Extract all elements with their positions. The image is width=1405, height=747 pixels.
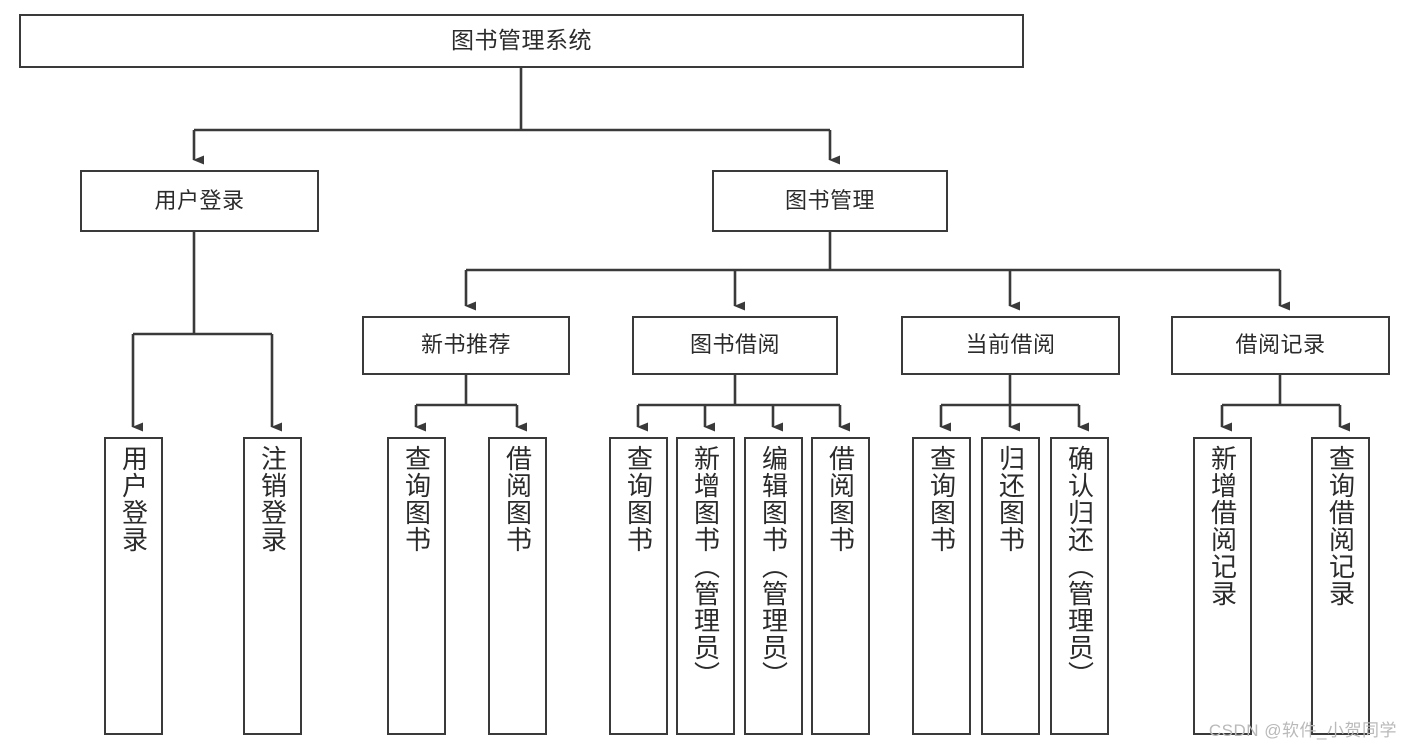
node-current-borrow-label: 当前借阅 xyxy=(965,332,1056,358)
node-leaf-add-book[interactable]: 新增图书（管理员） xyxy=(676,437,735,735)
node-leaf-logout-label: 注销登录 xyxy=(257,445,288,553)
node-leaf-return-book[interactable]: 归还图书 xyxy=(981,437,1040,735)
node-user-login[interactable]: 用户登录 xyxy=(80,170,319,232)
node-root-system-label: 图书管理系统 xyxy=(451,27,592,54)
node-leaf-query-book-3-label: 查询图书 xyxy=(926,445,957,553)
node-leaf-return-book-label: 归还图书 xyxy=(995,445,1026,553)
node-leaf-borrow-book-1[interactable]: 借阅图书 xyxy=(488,437,547,735)
node-new-book-rec-label: 新书推荐 xyxy=(420,332,511,358)
node-leaf-user-login-label: 用户登录 xyxy=(118,445,149,553)
node-leaf-query-book-1-label: 查询图书 xyxy=(401,445,432,553)
node-leaf-add-book-label: 新增图书（管理员） xyxy=(690,445,721,688)
node-leaf-add-record-label: 新增借阅记录 xyxy=(1207,445,1238,607)
node-leaf-borrow-book-2-label: 借阅图书 xyxy=(825,445,856,553)
node-leaf-confirm-return[interactable]: 确认归还（管理员） xyxy=(1050,437,1109,735)
node-leaf-query-record[interactable]: 查询借阅记录 xyxy=(1311,437,1370,735)
node-leaf-confirm-return-label: 确认归还（管理员） xyxy=(1064,445,1095,688)
node-borrow-record[interactable]: 借阅记录 xyxy=(1171,316,1390,375)
node-leaf-edit-book-label: 编辑图书（管理员） xyxy=(758,445,789,688)
node-book-borrow-label: 图书借阅 xyxy=(689,332,780,358)
csdn-watermark: CSDN @软件_小贺同学 xyxy=(1208,721,1397,740)
node-leaf-query-book-2[interactable]: 查询图书 xyxy=(609,437,668,735)
node-current-borrow[interactable]: 当前借阅 xyxy=(901,316,1120,375)
node-book-manage-label: 图书管理 xyxy=(784,187,875,213)
node-leaf-edit-book[interactable]: 编辑图书（管理员） xyxy=(744,437,803,735)
node-leaf-query-record-label: 查询借阅记录 xyxy=(1325,445,1356,607)
node-book-borrow[interactable]: 图书借阅 xyxy=(632,316,838,375)
node-leaf-logout[interactable]: 注销登录 xyxy=(243,437,302,735)
node-leaf-query-book-2-label: 查询图书 xyxy=(623,445,654,553)
node-leaf-add-record[interactable]: 新增借阅记录 xyxy=(1193,437,1252,735)
node-root-system[interactable]: 图书管理系统 xyxy=(19,14,1024,68)
node-borrow-record-label: 借阅记录 xyxy=(1235,332,1326,358)
node-leaf-borrow-book-2[interactable]: 借阅图书 xyxy=(811,437,870,735)
node-leaf-borrow-book-1-label: 借阅图书 xyxy=(502,445,533,553)
node-new-book-rec[interactable]: 新书推荐 xyxy=(362,316,570,375)
node-leaf-user-login[interactable]: 用户登录 xyxy=(104,437,163,735)
node-user-login-label: 用户登录 xyxy=(154,187,245,213)
node-leaf-query-book-3[interactable]: 查询图书 xyxy=(912,437,971,735)
node-book-manage[interactable]: 图书管理 xyxy=(712,170,948,232)
node-leaf-query-book-1[interactable]: 查询图书 xyxy=(387,437,446,735)
